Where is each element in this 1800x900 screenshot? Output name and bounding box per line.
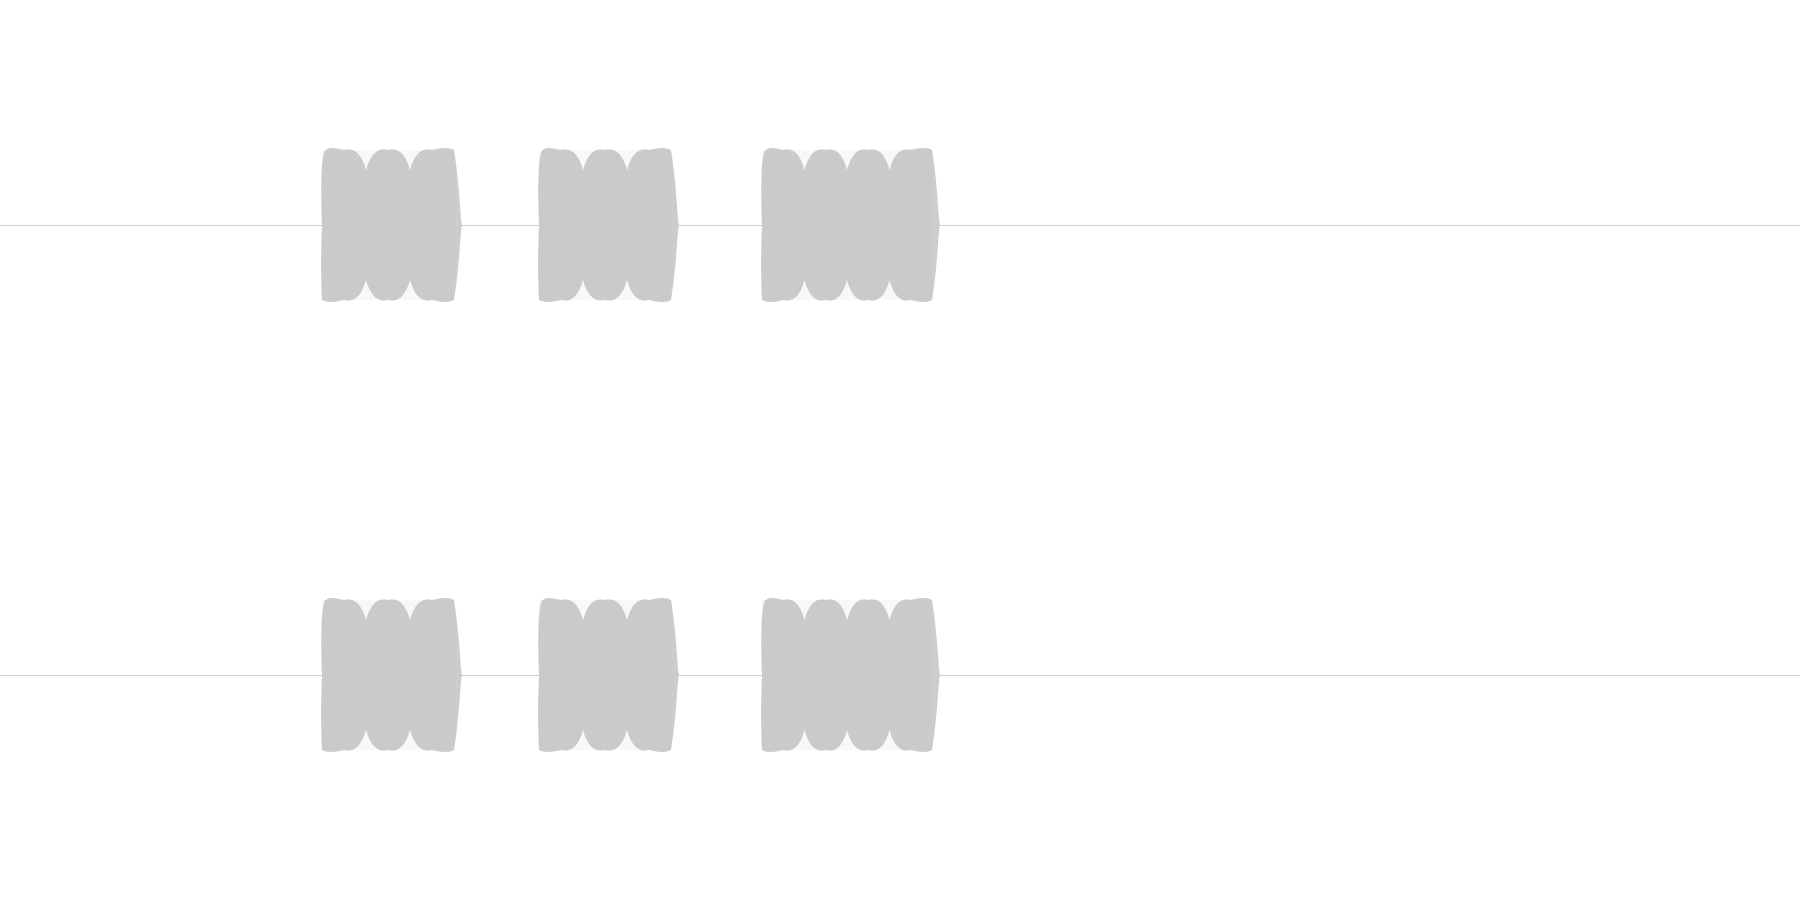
burst-samples (762, 150, 932, 300)
waveform-channel (0, 148, 1800, 302)
burst-samples (539, 150, 671, 300)
burst-samples (539, 600, 671, 750)
audio-burst (321, 148, 462, 302)
audio-burst (761, 598, 940, 752)
burst-envelope (321, 598, 462, 752)
channels-layer (0, 148, 1800, 752)
burst-envelope (761, 148, 940, 302)
audio-burst (761, 148, 940, 302)
burst-envelope (761, 598, 940, 752)
waveform-channel (0, 598, 1800, 752)
burst-envelope (538, 148, 679, 302)
audio-burst (538, 148, 679, 302)
burst-samples (762, 600, 932, 750)
burst-envelope (538, 598, 679, 752)
audio-burst (321, 598, 462, 752)
burst-samples (322, 150, 454, 300)
burst-envelope (321, 148, 462, 302)
burst-samples (322, 600, 454, 750)
audio-burst (538, 598, 679, 752)
